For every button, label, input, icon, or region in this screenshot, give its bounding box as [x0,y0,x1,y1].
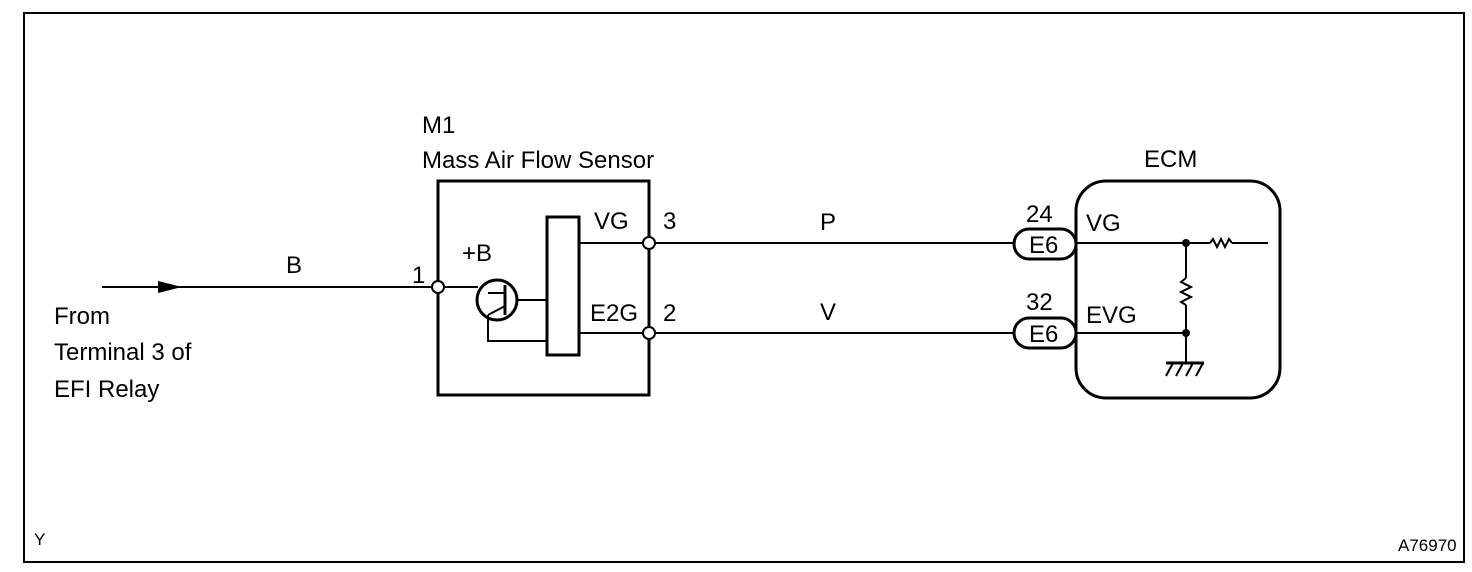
transistor-icon [475,278,519,322]
ecm-pin-24: 24 [1026,201,1053,228]
terminal-2-icon [642,326,656,340]
wire-color-v: V [820,299,836,326]
sensor-plus-b: +B [462,240,492,267]
wire-color-p: P [820,209,836,236]
sensor-pin-vg-label: VG [594,208,629,235]
figure-code: A76970 [1398,536,1457,555]
corner-label-left: Y [34,530,45,549]
sensing-element [545,215,581,357]
ground-hatch-1 [1165,362,1174,377]
sensor-pin-e2g-label: E2G [590,300,638,327]
source-label-line2: Terminal 3 of [54,339,192,366]
transistor-emitter-icon [487,305,506,316]
sensor-code: M1 [422,112,455,139]
diagram-frame [23,12,1465,563]
transistor-ground-wire [487,315,547,342]
ground-hatch-3 [1185,362,1194,377]
ecm-vg-label: VG [1086,210,1121,237]
ecm-box [1074,179,1282,400]
sensor-pin-vg-number: 3 [663,208,676,235]
ground-hatch-4 [1195,362,1204,377]
resistor-vertical-icon [1178,277,1194,306]
arrow-head-icon [158,281,182,293]
sensor-pin-e2g-number: 2 [663,300,676,327]
terminal-1-icon [431,280,445,294]
ecm-pin-32: 32 [1026,289,1053,316]
connector-e6-evg-label: E6 [1029,321,1058,348]
resistor-horizontal-icon [1209,236,1233,250]
connector-e6-vg-label: E6 [1029,232,1058,259]
ground-hatch-2 [1175,362,1184,377]
source-label-line3: EFI Relay [54,376,159,403]
source-label-line1: From [54,303,110,330]
sensor-pin-1: 1 [412,262,425,289]
sensor-name: Mass Air Flow Sensor [422,147,654,174]
terminal-3-icon [642,236,656,250]
ecm-evg-label: EVG [1086,302,1137,329]
wire-color-b: B [286,252,302,279]
ecm-title: ECM [1144,146,1197,173]
